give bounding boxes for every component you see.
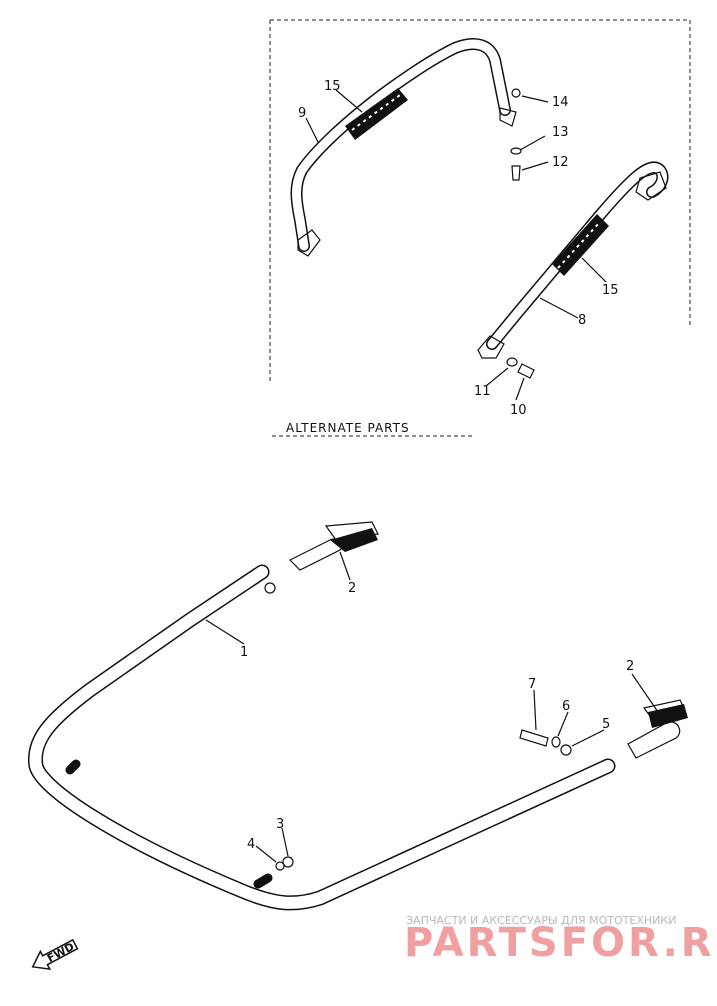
washer-13 (510, 147, 522, 155)
callout-9: 9 (298, 106, 306, 121)
callout-2-upper: 2 (348, 581, 356, 596)
washer-11 (506, 357, 518, 367)
alternate-bar-8 (477, 161, 669, 359)
callout-12: 12 (552, 155, 569, 170)
callout-15-lower: 15 (602, 283, 619, 298)
washer-6 (551, 736, 561, 748)
callout-6: 6 (562, 699, 570, 714)
grip-15-upper (345, 88, 408, 140)
callout-4: 4 (247, 837, 255, 852)
callout-5: 5 (602, 717, 610, 732)
callout-3: 3 (276, 817, 284, 832)
bolt-10 (517, 363, 535, 379)
main-bar-1 (27, 564, 616, 911)
grip-2-lower (627, 699, 688, 759)
alternate-parts-title: ALTERNATE PARTS (286, 421, 410, 435)
nut-3 (282, 856, 294, 868)
cap-14 (511, 88, 521, 98)
fwd-label: FWD (45, 940, 77, 965)
watermark-logo: PARTSFOR.RU (404, 920, 717, 966)
leader-lines (205, 89, 659, 863)
nut-5 (560, 744, 572, 756)
callout-11: 11 (474, 384, 491, 399)
watermark-tagline: ЗАПЧАСТИ И АКСЕССУАРЫ ДЛЯ МОТОТЕХНИКИ (406, 914, 676, 927)
alternate-bar-9 (290, 38, 517, 257)
bolt-12 (511, 165, 521, 181)
callout-13: 13 (552, 125, 569, 140)
callout-14: 14 (552, 95, 569, 110)
callout-1: 1 (240, 645, 248, 660)
callout-7: 7 (528, 677, 536, 692)
callout-15-upper: 15 (324, 79, 341, 94)
callout-8: 8 (578, 313, 586, 328)
grip-2-upper (264, 521, 379, 594)
callout-2-lower: 2 (626, 659, 634, 674)
alternate-parts-frame (269, 19, 691, 437)
washer-4 (275, 861, 285, 871)
callout-10: 10 (510, 403, 527, 418)
fwd-arrow-icon: FWD (31, 938, 79, 971)
bolt-7 (519, 729, 549, 747)
grip-15-lower (552, 214, 609, 276)
